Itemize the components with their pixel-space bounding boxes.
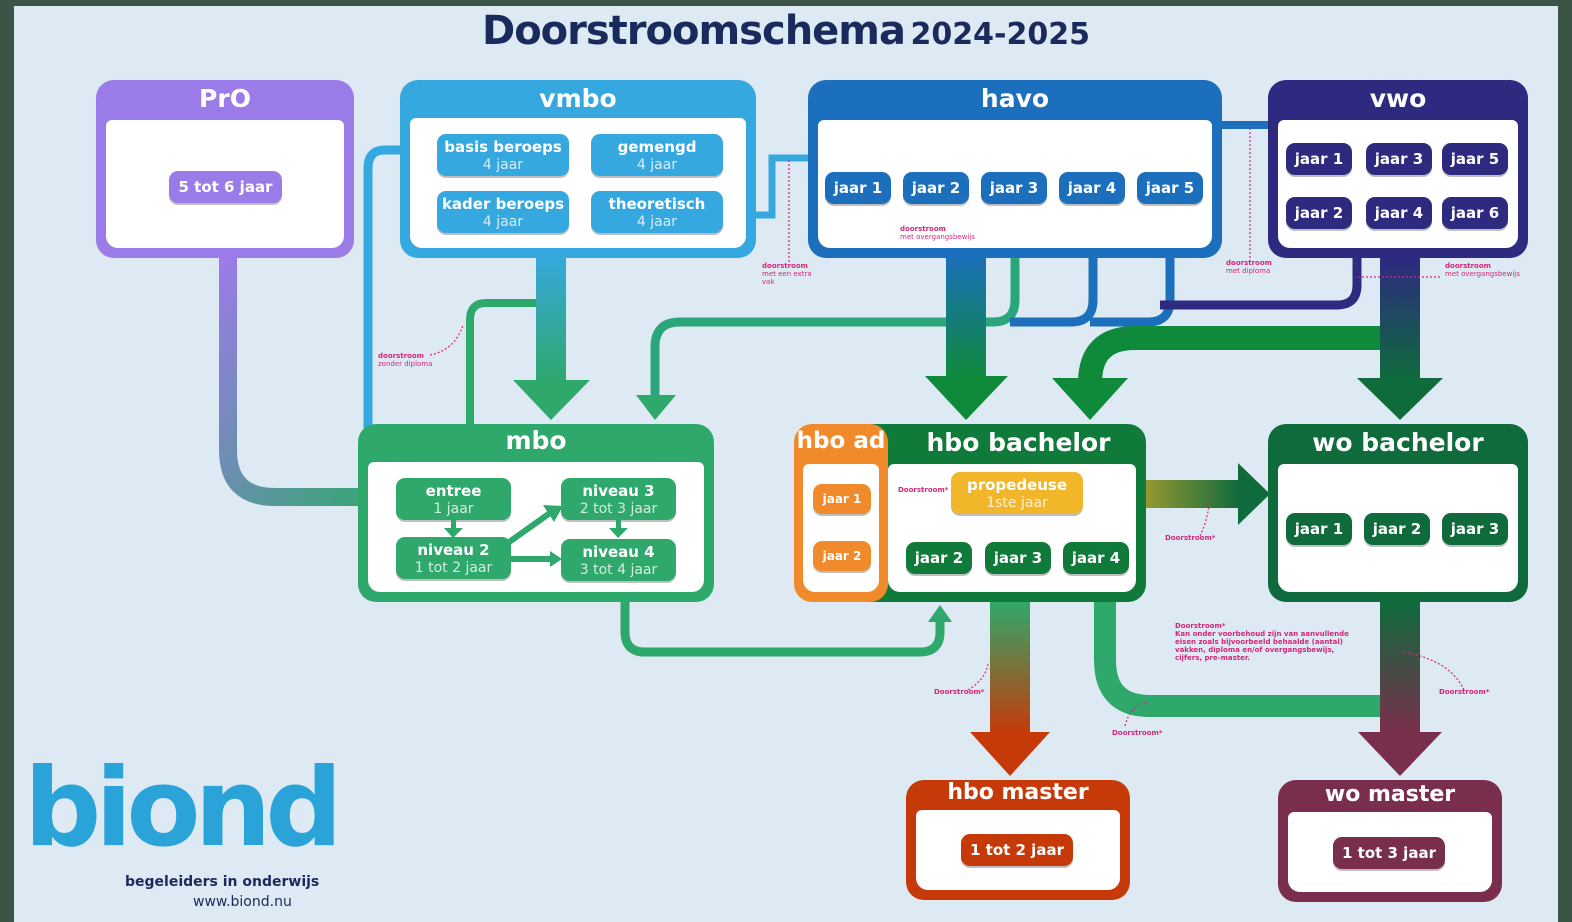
arrowhead-wo-master [1358, 732, 1442, 776]
hbo-ad-label: hbo ad [796, 428, 886, 454]
note-hbo-master: Doorstroom* [934, 688, 985, 696]
note-footnote: Doorstroom*Kan onder voorbehoud zijn van… [1175, 622, 1349, 662]
havo-year: jaar 1 [825, 172, 891, 204]
note-hbo-wo-master: Doorstroom* [1112, 729, 1163, 737]
hbo-year: jaar 2 [906, 542, 972, 574]
arrow-vwo-wo [1380, 258, 1420, 380]
vwo-year: jaar 2 [1286, 197, 1352, 229]
wo-bachelor-label: wo bachelor [1312, 428, 1484, 457]
vwo-year: jaar 4 [1366, 197, 1432, 229]
note-hbo-wo: Doorstroom* [1165, 534, 1216, 542]
havo-year: jaar 3 [981, 172, 1047, 204]
hbo-year: jaar 4 [1063, 542, 1129, 574]
title-year: 2024-2025 [910, 17, 1090, 52]
footer-url[interactable]: www.biond.nu [193, 894, 292, 910]
pro-duration: 5 tot 6 jaar [169, 171, 282, 203]
arrow-hbo-wo-master [1094, 600, 1400, 717]
title-main: Doorstroomschema [481, 8, 906, 54]
arrowhead-propedeuse-wo [1238, 463, 1270, 525]
vmbo-label: vmbo [539, 84, 617, 113]
pro-label: PrO [199, 84, 251, 113]
wo-year: jaar 1 [1286, 513, 1352, 545]
vwo-year: jaar 3 [1366, 143, 1432, 175]
footer-tagline: begeleiders in onderwijs [125, 874, 320, 890]
note-ad-doorstroom: Doorstroom* [898, 486, 949, 494]
havo-label: havo [980, 84, 1050, 113]
havo-year: jaar 2 [903, 172, 969, 204]
havo-year: jaar 5 [1137, 172, 1203, 204]
arrowhead-havo-hbo [925, 376, 1008, 420]
hbo-ad-year: jaar 2 [813, 541, 871, 571]
arrowhead-havo-mbo [636, 395, 676, 420]
vwo-year: jaar 6 [1442, 197, 1508, 229]
arrowhead-vwo-hbo [1052, 378, 1128, 420]
arrowhead-hbo-master [970, 732, 1050, 776]
arrow-vwo-hbo [1078, 326, 1380, 384]
page-title: Doorstroomschema 2024-2025 [0, 8, 1572, 54]
arrow-vmbo-entree [466, 299, 536, 470]
havo-box: havo [808, 80, 1222, 258]
arrowhead-mbo-hbo [928, 605, 952, 622]
wo-year: jaar 2 [1364, 513, 1430, 545]
vwo-label: vwo [1369, 84, 1427, 113]
mbo-label: mbo [505, 426, 567, 455]
hbo-master-label: hbo master [947, 780, 1089, 805]
arrowhead-vmbo-mbo [513, 380, 590, 420]
arrow-wo-master [1380, 602, 1420, 734]
arrow-mbo-hbo [620, 580, 945, 657]
arrowhead-vwo-wo [1357, 378, 1443, 420]
hbo-year: jaar 3 [985, 542, 1051, 574]
biond-logo: biond [24, 746, 343, 871]
pro-box: PrO 5 tot 6 jaar [96, 80, 354, 258]
arrow-havo-mbo [650, 200, 1020, 398]
hbo-ad-year: jaar 1 [813, 484, 871, 514]
hbo-master-duration: 1 tot 2 jaar [961, 834, 1073, 866]
vwo-year: jaar 1 [1286, 143, 1352, 175]
wo-year: jaar 3 [1442, 513, 1508, 545]
wo-master-duration: 1 tot 3 jaar [1333, 837, 1445, 869]
hbo-bachelor-label: hbo bachelor [926, 428, 1111, 457]
vwo-year: jaar 5 [1442, 143, 1508, 175]
wo-master-label: wo master [1324, 782, 1456, 807]
arrow-vwo-havo [1160, 170, 1362, 310]
wo-master-box: wo master [1278, 780, 1502, 902]
arrow-hbo-master [990, 602, 1030, 734]
arrow-havo-hbo [946, 252, 986, 380]
havo-year: jaar 4 [1059, 172, 1125, 204]
arrow-pro-mbo [219, 250, 395, 506]
note-wo-master: Doorstroom* [1439, 688, 1490, 696]
arrow-vmbo-mbo [536, 252, 566, 384]
